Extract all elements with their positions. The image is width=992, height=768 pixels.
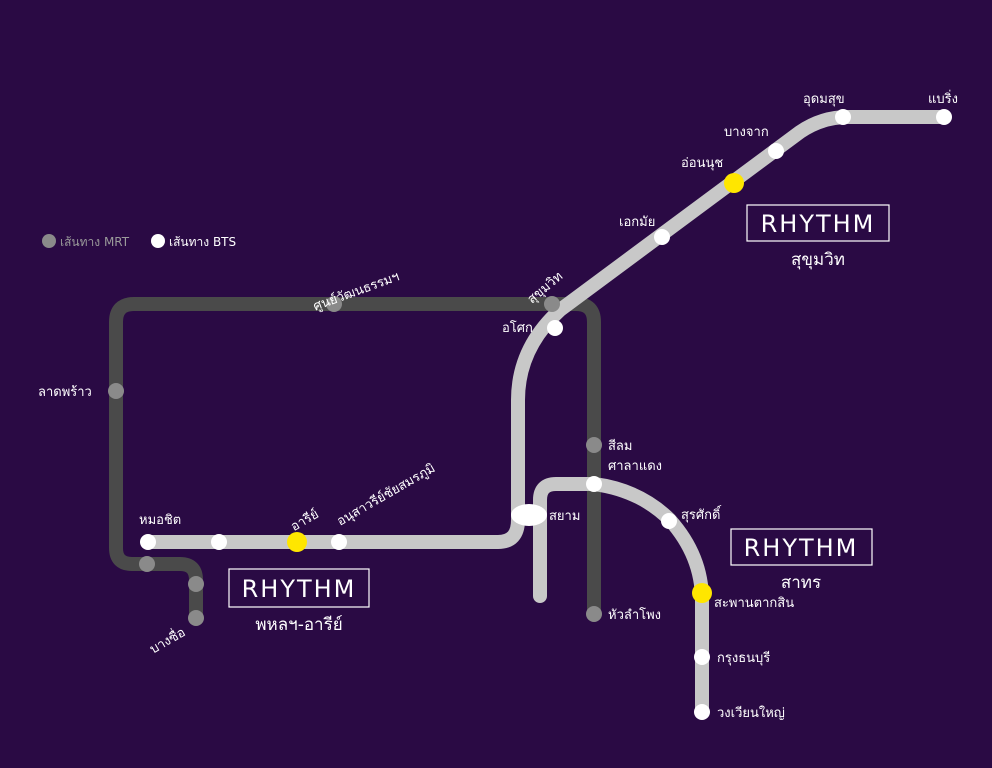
station-silom <box>586 437 602 453</box>
station-udom-suk <box>835 109 851 125</box>
label-bearing: แบริ่ง <box>928 90 958 107</box>
station-victory-monument <box>331 534 347 550</box>
station-krung-thon-buri <box>694 649 710 665</box>
station-ekkamai <box>654 229 670 245</box>
station-cultural-center <box>326 296 342 312</box>
project-badge-sukhumvit: RHYTHM สุขุมวิท <box>746 204 890 270</box>
label-hua-lamphong: หัวลำโพง <box>608 607 661 623</box>
label-siam: สยาม <box>549 509 580 524</box>
label-ari: อารีย์ <box>288 506 322 535</box>
legend-bts-dot <box>151 234 165 248</box>
badge-brand: RHYTHM <box>761 210 876 238</box>
project-badge-phahol-ari: RHYTHM พหลฯ-อารีย์ <box>228 568 370 635</box>
label-sala-daeng: ศาลาแดง <box>608 459 662 474</box>
station-hua-lamphong <box>586 606 602 622</box>
label-victory-monument: อนุสาวรีย์ชัยสมรภูมิ <box>334 460 438 529</box>
station-bearing <box>936 109 952 125</box>
label-mo-chit: หมอชิต <box>139 513 181 528</box>
mrt-line <box>109 297 601 625</box>
label-krung-thon-buri: กรุงธนบุรี <box>717 650 770 666</box>
project-badge-sathorn: RHYTHM สาทร <box>730 528 873 593</box>
badge-brand: RHYTHM <box>242 575 357 603</box>
station-siam <box>511 504 547 526</box>
station-ari <box>287 532 307 552</box>
station-sukhumvit <box>544 296 560 312</box>
station-saphan-khwai <box>211 534 227 550</box>
label-saphan-taksin: สะพานตากสิน <box>714 596 794 611</box>
label-on-nut: อ่อนนุช <box>681 156 723 171</box>
badge-location: พหลฯ-อารีย์ <box>255 615 342 635</box>
label-udom-suk: อุดมสุข <box>803 92 845 107</box>
station-saphan-taksin <box>692 583 712 603</box>
station-sala-daeng <box>586 476 602 492</box>
station-bang-chak <box>768 143 784 159</box>
legend-mrt-label: เส้นทาง MRT <box>60 235 130 249</box>
legend-bts-label: เส้นทาง BTS <box>169 235 236 249</box>
station-lat-phrao <box>108 383 124 399</box>
label-bang-chak: บางจาก <box>724 125 769 140</box>
label-asok: อโศก <box>502 320 533 336</box>
badge-brand: RHYTHM <box>744 534 859 562</box>
station-asok <box>547 320 563 336</box>
station-mo-chit <box>140 534 156 550</box>
station-mrt-kamphaeng-phet <box>188 576 204 592</box>
station-wongwian-yai <box>694 704 710 720</box>
label-surasak: สุรศักดิ์ <box>681 505 722 523</box>
label-wongwian-yai: วงเวียนใหญ่ <box>717 705 785 721</box>
station-mrt-chatuchak <box>139 556 155 572</box>
badge-location: สาทร <box>781 573 821 593</box>
label-silom: สีลม <box>608 438 633 454</box>
station-on-nut <box>724 173 744 193</box>
label-lat-phrao: ลาดพร้าว <box>38 385 92 400</box>
station-surasak <box>661 513 677 529</box>
station-bang-sue <box>188 610 204 626</box>
bts-sukhumvit-line <box>141 110 951 549</box>
badge-location: สุขุมวิท <box>791 250 845 270</box>
label-ekkamai: เอกมัย <box>619 215 655 230</box>
legend-mrt-dot <box>42 234 56 248</box>
label-bang-sue: บางซื่อ <box>146 623 188 657</box>
bts-siam-stub <box>533 477 601 603</box>
